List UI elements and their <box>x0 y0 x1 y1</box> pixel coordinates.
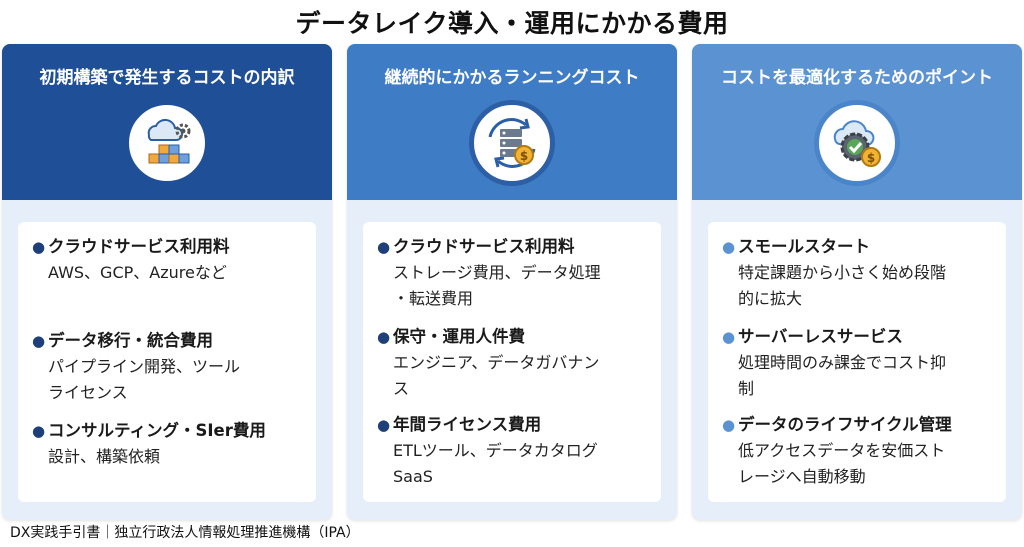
list-item: ● クラウドサービス利用料 AWS、GCP、Azureなど <box>32 234 306 286</box>
sparkle-icon <box>975 469 999 493</box>
list-item: ● データ移行・統合費用 パイプライン開発、ツール ライセンス <box>32 328 306 406</box>
bullet: ● <box>722 238 736 256</box>
item-desc: AWS、GCP、Azureなど <box>48 263 227 282</box>
list-item: ● コンサルティング・SIer費用 設計、構築依頼 <box>32 418 306 470</box>
server-cycle-coin-icon: $ <box>469 100 555 186</box>
page-title: データレイク導入・運用にかかる費用 <box>295 9 729 38</box>
bullet: ● <box>32 422 46 440</box>
source-footer: DX実践手引書｜独立行政法人情報処理推進機構（IPA） <box>10 525 360 541</box>
item-desc: 低アクセスデータを安価スト <box>738 441 946 460</box>
item-desc: 的に拡大 <box>738 289 803 308</box>
bullet: ● <box>377 416 391 434</box>
cloud-gear-check-coin-icon: $ <box>814 100 900 186</box>
item-desc: 設計、構築依頼 <box>48 447 161 466</box>
bullet: ● <box>377 238 391 256</box>
bullet: ● <box>32 332 46 350</box>
list-item: ● 年間ライセンス費用 ETLツール、データカタログ SaaS <box>377 412 651 490</box>
item-desc: ストレージ費用、データ処理 <box>393 263 601 282</box>
card-header-label: 継続的にかかるランニングコスト <box>384 67 640 88</box>
cost-list: ● クラウドサービス利用料 ストレージ費用、データ処理 ・転送費用 ● 保守・運… <box>363 222 661 502</box>
item-desc: SaaS <box>393 467 433 486</box>
item-desc: 処理時間のみ課金でコスト抑 <box>738 353 947 372</box>
item-desc: ス <box>393 379 410 398</box>
cloud-cubes-gear-icon <box>124 100 210 186</box>
item-title: 年間ライセンス費用 <box>393 415 542 434</box>
card-running-costs: 継続的にかかるランニングコスト $ ● クラウドサービス利用料 ストレージ費用、… <box>347 44 677 520</box>
card-header: コストを最適化するためのポイント <box>692 44 1022 106</box>
item-desc: 制 <box>738 379 755 398</box>
item-title: データ移行・統合費用 <box>48 331 213 350</box>
bullet: ● <box>32 238 46 256</box>
item-title: 保守・運用人件費 <box>393 327 525 346</box>
item-desc: パイプライン開発、ツール <box>48 357 241 376</box>
list-item: ● クラウドサービス利用料 ストレージ費用、データ処理 ・転送費用 <box>377 234 651 312</box>
svg-text:$: $ <box>520 149 528 163</box>
card-initial-costs: 初期構築で発生するコストの内訳 ● クラウドサービス利用料 AWS、GCP、Az… <box>2 44 332 520</box>
item-title: サーバーレスサービス <box>738 327 903 346</box>
card-header: 初期構築で発生するコストの内訳 <box>2 44 332 106</box>
card-header-label: 初期構築で発生するコストの内訳 <box>39 67 295 88</box>
list-item: ● 保守・運用人件費 エンジニア、データガバナン ス <box>377 324 651 402</box>
item-title: コンサルティング・SIer費用 <box>48 421 266 440</box>
bullet: ● <box>377 328 391 346</box>
bullet: ● <box>722 416 736 434</box>
list-item: ● サーバーレスサービス 処理時間のみ課金でコスト抑 制 <box>722 324 996 402</box>
item-desc: レージへ自動移動 <box>738 467 866 486</box>
svg-text:$: $ <box>867 151 875 165</box>
item-title: スモールスタート <box>738 237 870 256</box>
card-header-label: コストを最適化するためのポイント <box>721 67 993 88</box>
item-desc: ETLツール、データカタログ <box>393 441 598 460</box>
item-desc: エンジニア、データガバナン <box>393 353 600 372</box>
cost-list: ● スモールスタート 特定課題から小さく始め段階 的に拡大 ● サーバーレスサー… <box>708 222 1006 502</box>
item-desc: ライセンス <box>48 383 128 402</box>
item-title: クラウドサービス利用料 <box>393 237 575 256</box>
cost-list: ● クラウドサービス利用料 AWS、GCP、Azureなど ● データ移行・統合… <box>18 222 316 502</box>
item-title: クラウドサービス利用料 <box>48 237 230 256</box>
item-desc: ・転送費用 <box>393 289 474 308</box>
list-item: ● データのライフサイクル管理 低アクセスデータを安価スト レージへ自動移動 <box>722 412 996 490</box>
item-title: データのライフサイクル管理 <box>738 415 952 434</box>
bullet: ● <box>722 328 736 346</box>
card-cost-optimization: コストを最適化するためのポイント $ ● スモールスタート 特定課題から小さく始… <box>692 44 1022 520</box>
item-desc: 特定課題から小さく始め段階 <box>738 263 947 282</box>
list-item: ● スモールスタート 特定課題から小さく始め段階 的に拡大 <box>722 234 996 312</box>
card-header: 継続的にかかるランニングコスト <box>347 44 677 106</box>
